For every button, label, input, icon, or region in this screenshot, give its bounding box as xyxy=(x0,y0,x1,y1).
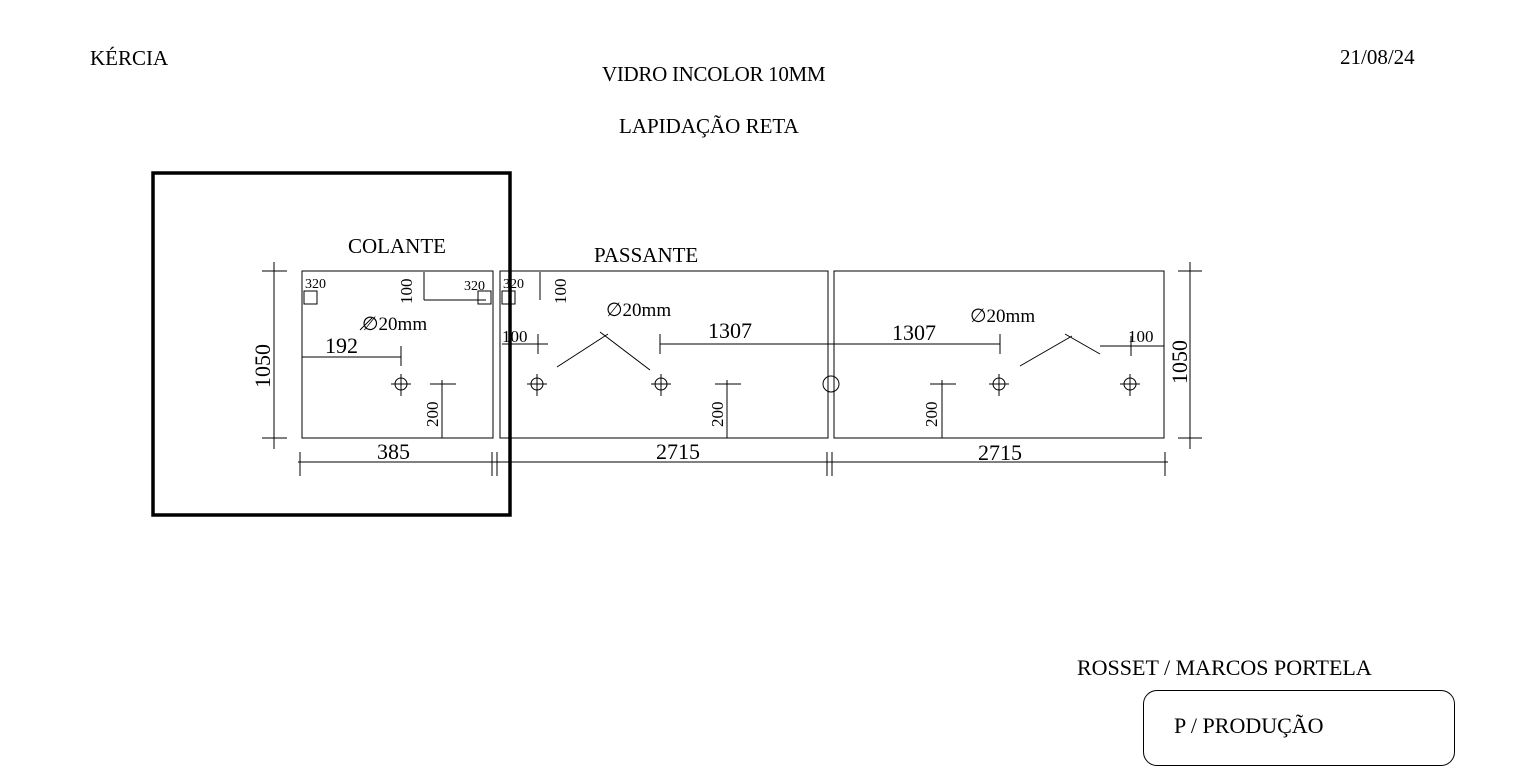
production-stamp: P / PRODUÇÃO xyxy=(1143,690,1455,766)
hole-panel3-2 xyxy=(1120,374,1140,396)
client-name: KÉRCIA xyxy=(90,46,169,70)
colante-width: 385 xyxy=(377,439,410,464)
hole-passante-2 xyxy=(651,374,671,396)
panel-colante xyxy=(301,270,494,439)
passante-hole-spacing: 1307 xyxy=(708,318,752,343)
material-spec: VIDRO INCOLOR 10MM xyxy=(602,62,826,86)
hole-passante-1 xyxy=(527,374,547,396)
production-stamp-label: P / PRODUÇÃO xyxy=(1174,713,1324,738)
hole-colante xyxy=(391,374,411,396)
label-passante: PASSANTE xyxy=(594,243,698,267)
panel3-hole-offset-y: 200 xyxy=(922,402,941,428)
passante-edge-left: 320 xyxy=(503,277,524,292)
passante-top-offset: 100 xyxy=(551,279,570,305)
dim-height-right xyxy=(1178,262,1202,449)
panel3-hole-diameter: ∅20mm xyxy=(970,306,1035,327)
dim-width-bottom xyxy=(298,452,1168,476)
panel3-height: 1050 xyxy=(1167,340,1192,384)
drawing-date: 21/08/24 xyxy=(1340,45,1415,69)
colante-edge-left: 320 xyxy=(305,277,326,292)
dim-height-left xyxy=(262,262,287,449)
passante-width: 2715 xyxy=(656,439,700,464)
colante-hole-offset-y: 200 xyxy=(423,402,442,428)
panel3-details xyxy=(834,333,1164,438)
hole-panel3-1 xyxy=(989,374,1009,396)
colante-details xyxy=(302,272,492,438)
panel-passante xyxy=(499,270,829,439)
passante-hole-diameter: ∅20mm xyxy=(606,300,671,321)
label-colante: COLANTE xyxy=(348,234,446,258)
colante-edge-right: 320 xyxy=(464,279,485,294)
panel-3 xyxy=(833,270,1165,439)
passante-details xyxy=(501,272,840,438)
panel3-width: 2715 xyxy=(978,440,1022,465)
colante-hole-diameter: ∅20mm xyxy=(362,314,427,335)
colante-top-offset: 100 xyxy=(397,279,416,305)
passante-hole-offset-y: 200 xyxy=(708,402,727,428)
hole-markers xyxy=(391,374,1140,396)
author-name: ROSSET / MARCOS PORTELA xyxy=(1077,655,1372,680)
colante-height: 1050 xyxy=(250,344,275,388)
finish-spec: LAPIDAÇÃO RETA xyxy=(619,114,799,138)
panel3-hole-spacing: 1307 xyxy=(892,320,936,345)
panel3-side-offset: 100 xyxy=(1128,327,1154,346)
passante-side-offset: 100 xyxy=(502,327,528,346)
colante-hole-offset-x: 192 xyxy=(325,333,358,358)
